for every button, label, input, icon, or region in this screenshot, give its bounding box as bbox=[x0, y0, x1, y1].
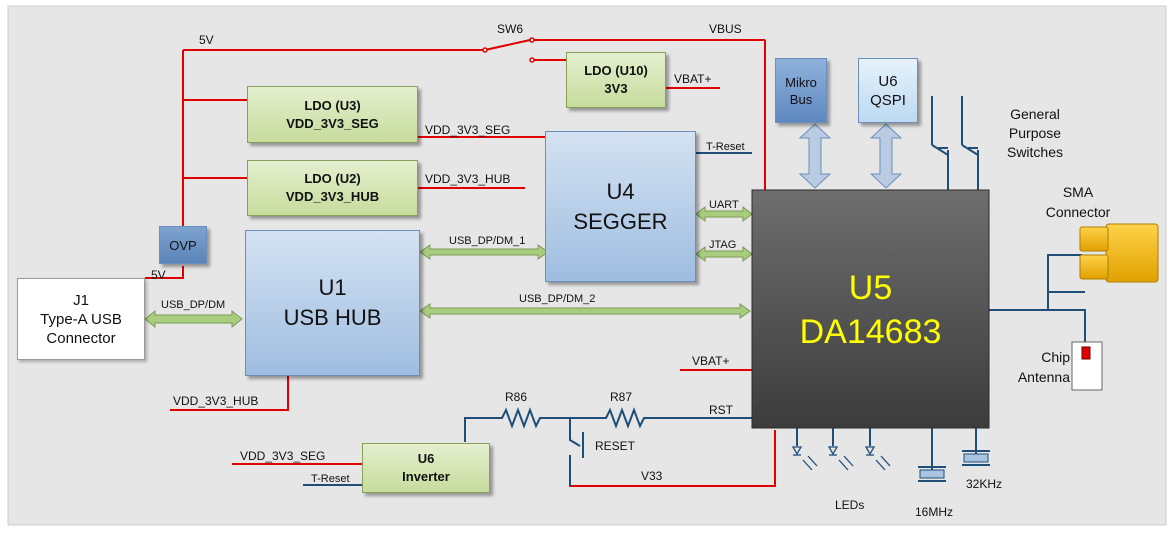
label-general-purpose-switches: General Purpose Switches bbox=[988, 105, 1082, 162]
u5-label: U5 DA14683 bbox=[752, 250, 989, 370]
label-sw6: SW6 bbox=[497, 22, 524, 36]
label-reset: RESET bbox=[595, 439, 636, 453]
u4-name: U4 bbox=[606, 178, 635, 204]
label-vbat-top: VBAT+ bbox=[674, 72, 712, 86]
label-vdd-3v3-seg: VDD_3V3_SEG bbox=[425, 123, 511, 137]
ldo-u2-rail: VDD_3V3_HUB bbox=[285, 189, 380, 204]
u6-inverter-block: U6 Inverter bbox=[362, 443, 490, 493]
label-vdd-3v3-seg-bottom: VDD_3V3_SEG bbox=[240, 449, 326, 463]
mikrobus-arrow bbox=[798, 123, 832, 189]
label-t-reset-bottom: T-Reset bbox=[311, 473, 350, 485]
label-vbus: VBUS bbox=[709, 22, 742, 36]
u4-segger-block: U4 SEGGER bbox=[545, 131, 696, 282]
label-uart: UART bbox=[709, 199, 739, 211]
label-5v-bottom: 5V bbox=[151, 268, 166, 282]
mikrobus-block: Mikro Bus bbox=[775, 58, 827, 123]
label-5v-top: 5V bbox=[199, 33, 214, 47]
u1-name: U1 bbox=[318, 275, 347, 300]
label-jtag: JTAG bbox=[709, 239, 737, 251]
label-r86: R86 bbox=[505, 390, 528, 404]
qspi-arrow bbox=[869, 123, 903, 189]
sma-line2: Connector bbox=[1045, 204, 1111, 220]
ldo-u3-rail: VDD_3V3_SEG bbox=[286, 115, 379, 131]
label-vdd-3v3-hub: VDD_3V3_HUB bbox=[425, 172, 511, 186]
label-chip-antenna: Chip Antenna bbox=[1008, 347, 1070, 387]
j1-name: J1 bbox=[73, 291, 89, 309]
gp-switches-line3: Switches bbox=[1006, 144, 1064, 160]
label-v33: V33 bbox=[641, 469, 663, 483]
label-usb-dpdm-1: USB_DP/DM_1 bbox=[449, 235, 526, 247]
leds-group bbox=[791, 446, 891, 471]
ldo-u2-block: LDO (U2) VDD_3V3_HUB bbox=[247, 160, 418, 216]
u6-qspi-block: U6 QSPI bbox=[858, 58, 918, 123]
ldo-u10-block: LDO (U10) 3V3 bbox=[566, 52, 666, 108]
j1-desc-1: Type-A USB bbox=[40, 310, 122, 328]
u6-inv-desc: Inverter bbox=[402, 469, 450, 484]
power-lines bbox=[145, 39, 776, 487]
crystal-16mhz bbox=[918, 466, 946, 482]
gp-switches-line2: Purpose bbox=[1008, 125, 1062, 141]
chip-antenna-line1: Chip bbox=[1041, 349, 1070, 365]
label-sma-connector: SMA Connector bbox=[1028, 182, 1128, 222]
ldo-u3-name: LDO (U3) bbox=[304, 97, 361, 113]
label-32khz: 32KHz bbox=[966, 477, 1003, 491]
u1-desc: USB HUB bbox=[283, 305, 382, 330]
label-16mhz: 16MHz bbox=[915, 505, 954, 519]
label-r87: R87 bbox=[610, 390, 633, 404]
label-t-reset-top: T-Reset bbox=[706, 141, 745, 153]
u5-chip-body bbox=[751, 189, 990, 429]
mikrobus-line2: Bus bbox=[789, 91, 813, 107]
u5-name: U5 bbox=[848, 269, 893, 307]
ldo-u2-name: LDO (U2) bbox=[304, 171, 361, 186]
u6-inv-name: U6 bbox=[417, 451, 435, 466]
label-vdd-3v3-hub-bottom: VDD_3V3_HUB bbox=[173, 394, 259, 408]
j1-connector-block: J1 Type-A USB Connector bbox=[17, 278, 145, 360]
u1-usb-hub-block: U1 USB HUB bbox=[245, 230, 420, 376]
label-rst: RST bbox=[709, 403, 733, 417]
bus-arrows bbox=[144, 205, 753, 329]
chip-antenna-symbol bbox=[1071, 341, 1103, 391]
u6-qspi-name: U6 bbox=[878, 72, 898, 90]
u6-qspi-desc: QSPI bbox=[870, 91, 906, 109]
sma-connector-symbol bbox=[1079, 223, 1159, 283]
ldo-u3-block: LDO (U3) VDD_3V3_SEG bbox=[247, 86, 418, 143]
gp-switches-line1: General bbox=[1010, 106, 1060, 122]
ldo-u10-name: LDO (U10) bbox=[584, 63, 648, 78]
crystal-32khz bbox=[962, 450, 990, 466]
u5-part: DA14683 bbox=[799, 313, 942, 351]
mikrobus-line1: Mikro bbox=[785, 74, 817, 90]
label-usb-dpdm: USB_DP/DM bbox=[161, 299, 226, 311]
chip-antenna-line2: Antenna bbox=[1017, 369, 1070, 385]
label-leds: LEDs bbox=[835, 498, 865, 512]
ldo-u10-voltage: 3V3 bbox=[604, 81, 628, 96]
u4-desc: SEGGER bbox=[573, 208, 668, 234]
ovp-label: OVP bbox=[169, 237, 197, 253]
ovp-block: OVP bbox=[159, 226, 207, 264]
usb-dpdm-arrow bbox=[144, 309, 243, 329]
vertical-bus-arrows bbox=[798, 123, 903, 189]
usb-dpdm-2-arrow bbox=[419, 303, 751, 319]
label-vbat-mid: VBAT+ bbox=[692, 354, 730, 368]
sma-line1: SMA bbox=[1062, 184, 1094, 200]
j1-desc-2: Connector bbox=[46, 329, 116, 347]
label-usb-dpdm-2: USB_DP/DM_2 bbox=[519, 293, 596, 305]
signal-lines bbox=[303, 96, 1086, 486]
